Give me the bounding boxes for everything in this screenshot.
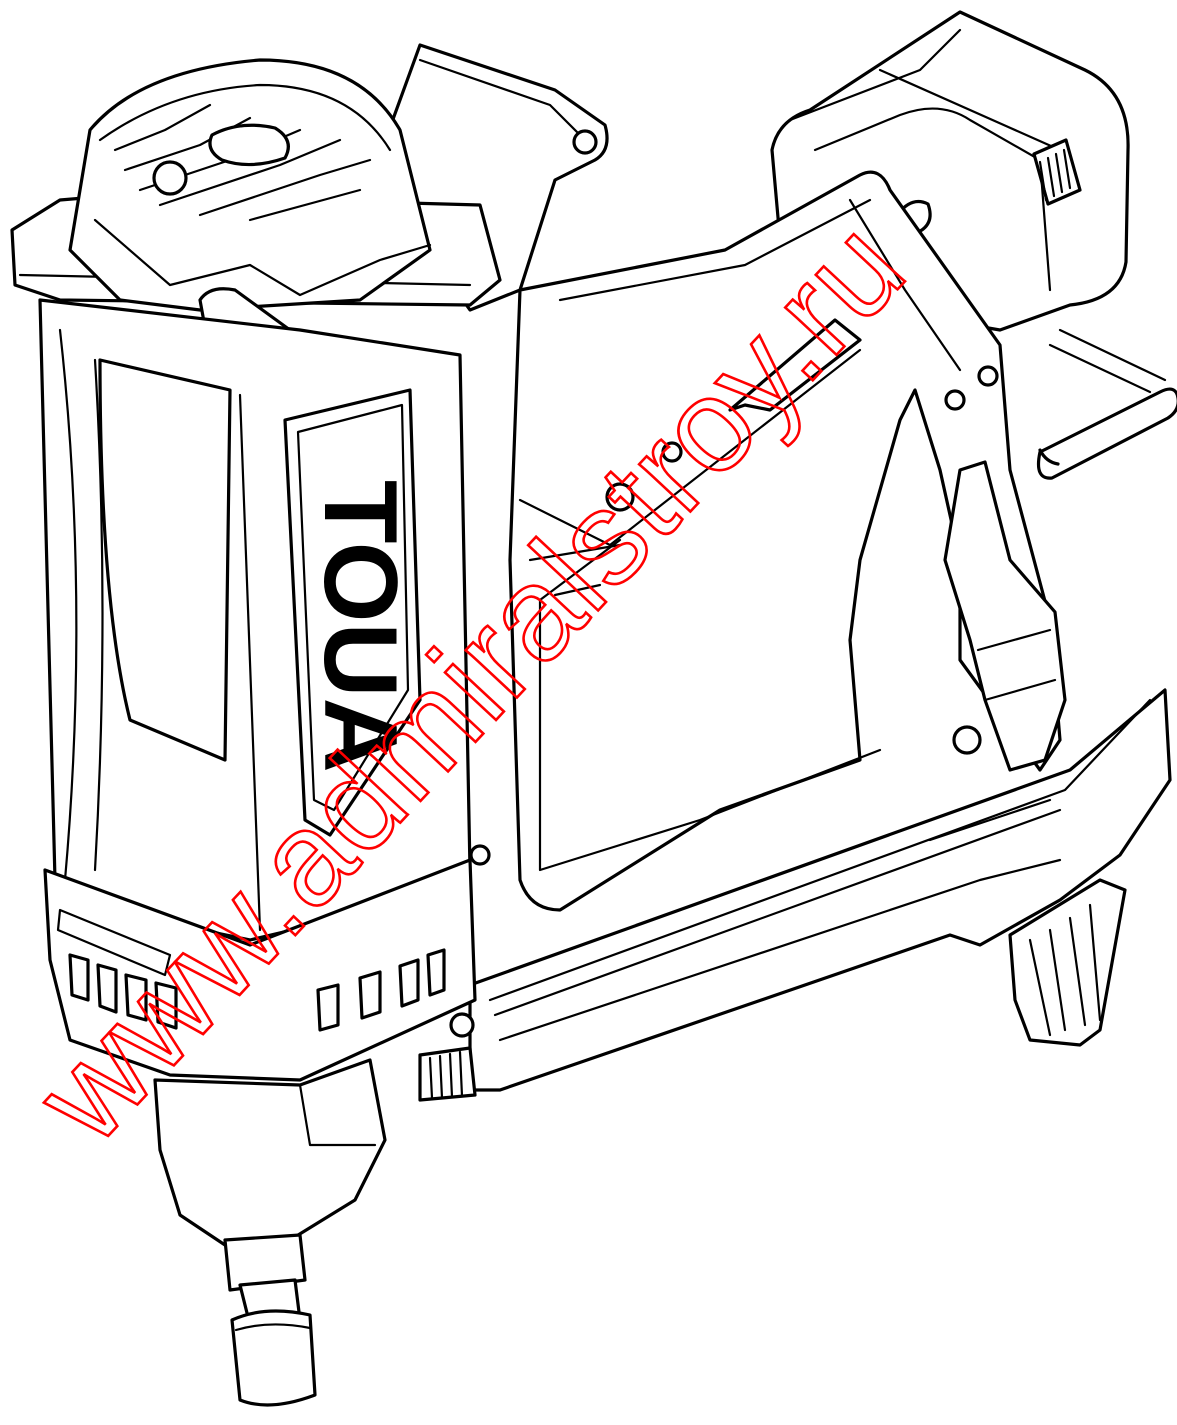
handle-body: [508, 170, 1062, 912]
vent-band: [43, 844, 491, 1082]
hanger-hook: [1036, 328, 1177, 480]
magazine-foot: [1008, 878, 1127, 1047]
nose-piece: [153, 1058, 387, 1407]
brand-logo-text: TOUA: [302, 480, 418, 773]
trigger: [943, 365, 1067, 772]
brand-badge: TOUA: [283, 388, 422, 837]
magazine-lever: [418, 1046, 477, 1102]
vent-slots-left: [68, 953, 178, 1030]
magazine: [449, 688, 1172, 1092]
vent-slots-right: [316, 948, 446, 1032]
